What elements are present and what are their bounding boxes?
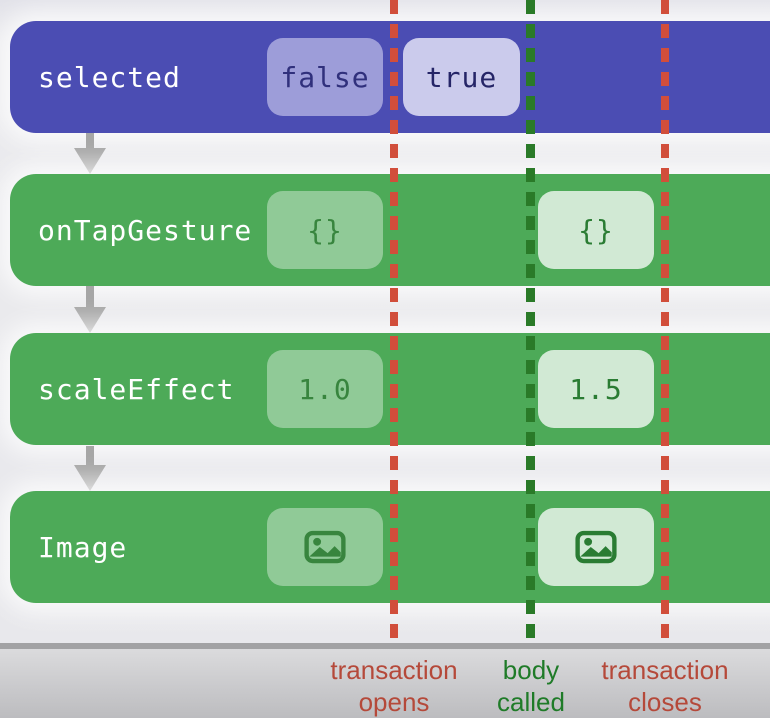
arrow-down-icon	[74, 307, 106, 333]
value-chip-scale-old: 1.0	[267, 350, 383, 428]
label-line: closes	[628, 687, 702, 717]
photo-icon	[304, 530, 346, 564]
timeline-axis	[0, 643, 770, 649]
row-label-scaleeffect: scaleEffect	[38, 372, 235, 406]
arrow-stem	[86, 133, 94, 150]
row-label-selected: selected	[38, 60, 181, 94]
row-label-image: Image	[38, 530, 128, 564]
timeline-footer	[0, 649, 770, 718]
arrow-down-icon	[74, 465, 106, 491]
arrow-stem	[86, 286, 94, 307]
arrow-down-icon	[74, 148, 106, 174]
photo-icon	[575, 530, 617, 564]
value-chip-selected-old: false	[267, 38, 383, 116]
label-line: opens	[358, 687, 430, 717]
arrow-stem	[86, 446, 94, 465]
value-chip-selected-new: true	[403, 38, 520, 116]
label-line: transaction	[330, 655, 458, 685]
label-line: transaction	[601, 655, 729, 685]
value-chip-image-new	[538, 508, 654, 586]
label-line: body	[502, 655, 560, 685]
value-chip-scale-new: 1.5	[538, 350, 654, 428]
label-body-called: body called	[421, 654, 641, 718]
row-label-ontapgesture: onTapGesture	[38, 213, 253, 247]
transaction-opens-line	[390, 0, 398, 643]
value-chip-ontap-old: {}	[267, 191, 383, 269]
value-chip-image-old	[267, 508, 383, 586]
value-chip-ontap-new: {}	[538, 191, 654, 269]
label-transaction-closes: transaction closes	[555, 654, 770, 718]
transaction-closes-line	[661, 0, 669, 643]
label-transaction-opens: transaction opens	[284, 654, 504, 718]
label-line: called	[497, 687, 565, 717]
body-called-line	[526, 0, 535, 643]
